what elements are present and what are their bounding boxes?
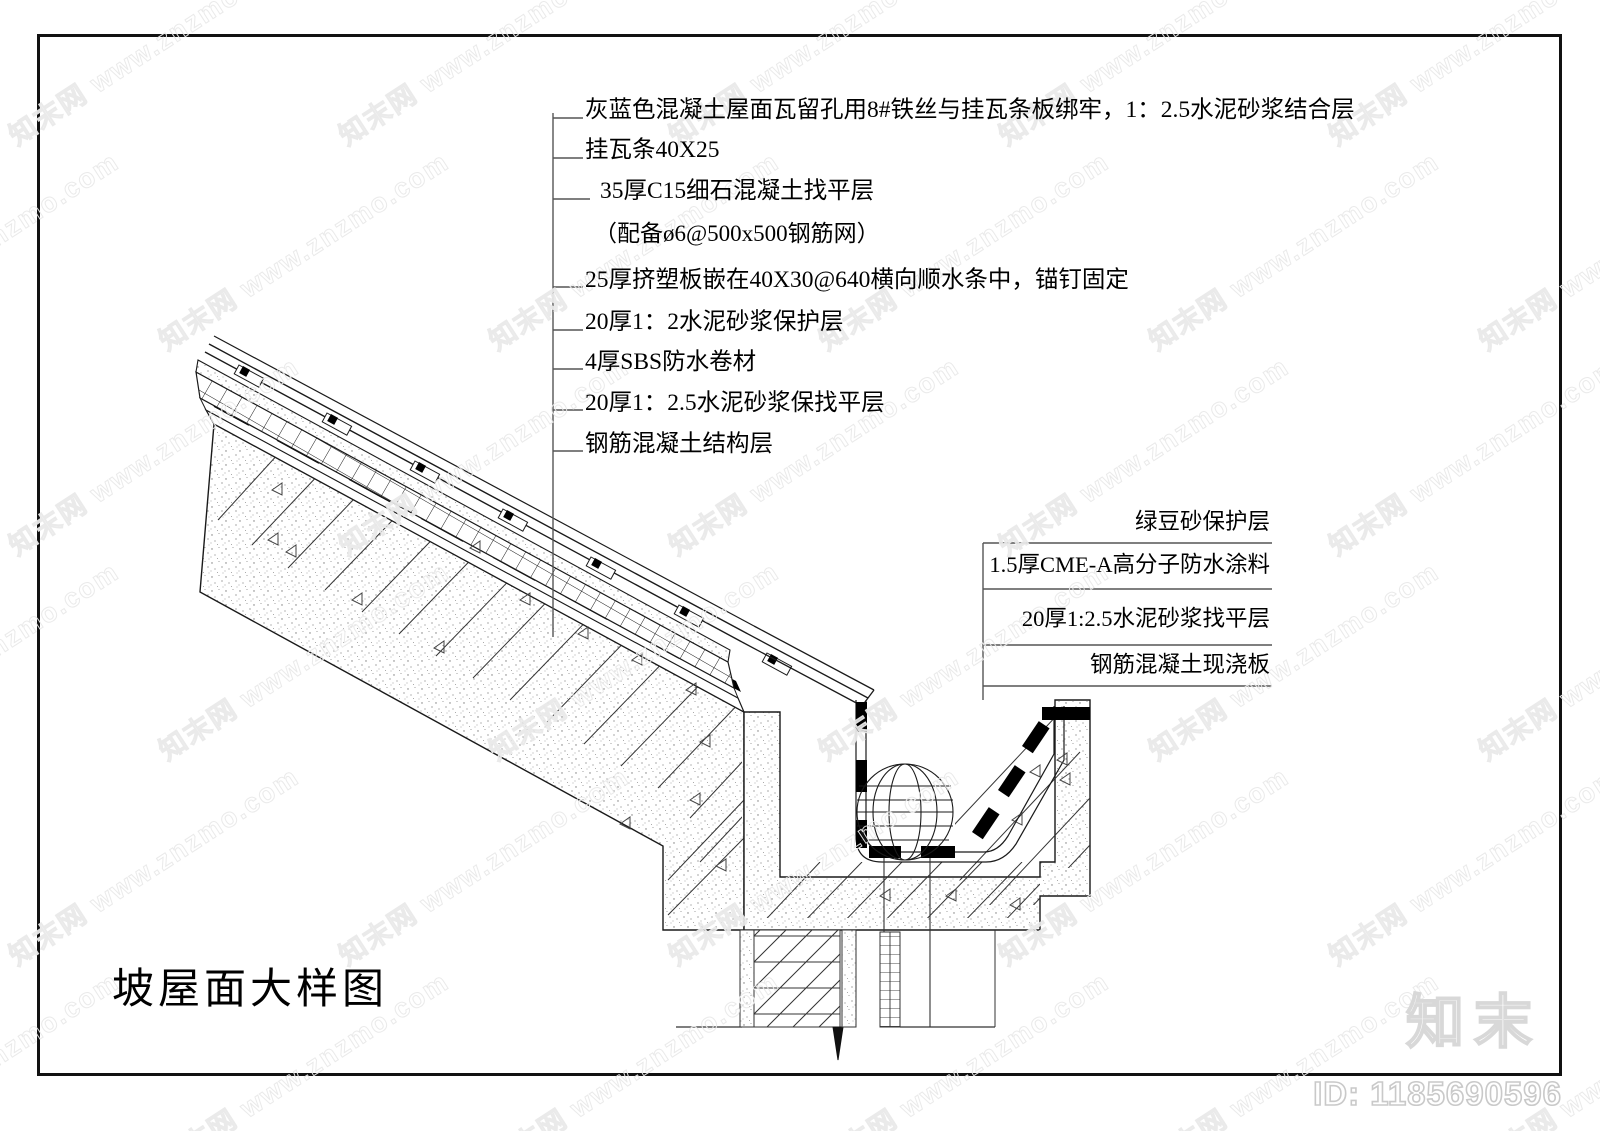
drain-arrow	[832, 1026, 844, 1061]
pipe-chase-brick	[879, 931, 901, 1028]
annotation-xps-board: 25厚挤塑板嵌在40X30@640横向顺水条中，锚钉固定	[585, 267, 1129, 293]
annotation-batten: 挂瓦条40X25	[585, 137, 720, 163]
block-wall-hatch	[739, 929, 841, 1028]
annotation-gutter-leveling: 20厚1:2.5水泥砂浆找平层	[1021, 606, 1270, 631]
concrete-symbols	[267, 482, 727, 872]
drain-strainer-sphere	[856, 763, 954, 861]
gutter-waterproof-lines	[855, 700, 1065, 863]
gutter-floor-hatch	[755, 862, 1040, 918]
right-leader-lines	[982, 542, 1272, 700]
gutter-concrete-body	[743, 699, 1091, 931]
annotation-sbs-membrane: 4厚SBS防水卷材	[585, 349, 757, 375]
chase-left-edge	[739, 929, 755, 1028]
drawing-title: 坡屋面大样图	[112, 967, 389, 1013]
annotation-roof-tile: 灰蓝色混凝土屋面瓦留孔用8#铁丝与挂瓦条板绑牢，1：2.5水泥砂浆结合层	[585, 97, 1355, 123]
fascia-hatch	[667, 799, 745, 916]
annotation-screed-mesh: （配备ø6@500x500钢筋网）	[594, 221, 880, 246]
annotation-mungbean-sand: 绿豆砂保护层	[1134, 509, 1270, 534]
chase-right-edge	[841, 929, 857, 1028]
annotation-rc-structure: 钢筋混凝土结构层	[585, 431, 773, 457]
annotation-mortar-protection: 20厚1：2水泥砂浆保护层	[585, 309, 844, 335]
sloped-roof-assembly	[195, 335, 875, 931]
annotation-leveling-mortar: 20厚1：2.5水泥砂浆保找平层	[585, 390, 885, 416]
site-logo-watermark: 知末	[1405, 989, 1542, 1056]
annotation-screed: 35厚C15细石混凝土找平层	[600, 178, 875, 204]
annotation-cme-a-coating: 1.5厚CME-A高分子防水涂料	[989, 552, 1270, 577]
gutter-concrete-symbols	[879, 752, 1071, 911]
roof-tile-lines	[204, 335, 755, 643]
roof-eave-edge	[741, 625, 875, 707]
left-leader-lines	[552, 113, 590, 637]
annotation-rc-cast-slab: 钢筋混凝土现浇板	[1089, 652, 1270, 677]
roof-battens	[233, 364, 793, 676]
gutter-membrane-dashes	[856, 702, 1090, 858]
roof-structural-slab	[199, 422, 745, 931]
drawing-id-watermark: ID: 1185690596	[1312, 1074, 1562, 1113]
gutter-assembly	[743, 699, 1091, 1027]
substructure-below-slab	[676, 929, 996, 1061]
drawing-frame-border	[37, 34, 1562, 1076]
